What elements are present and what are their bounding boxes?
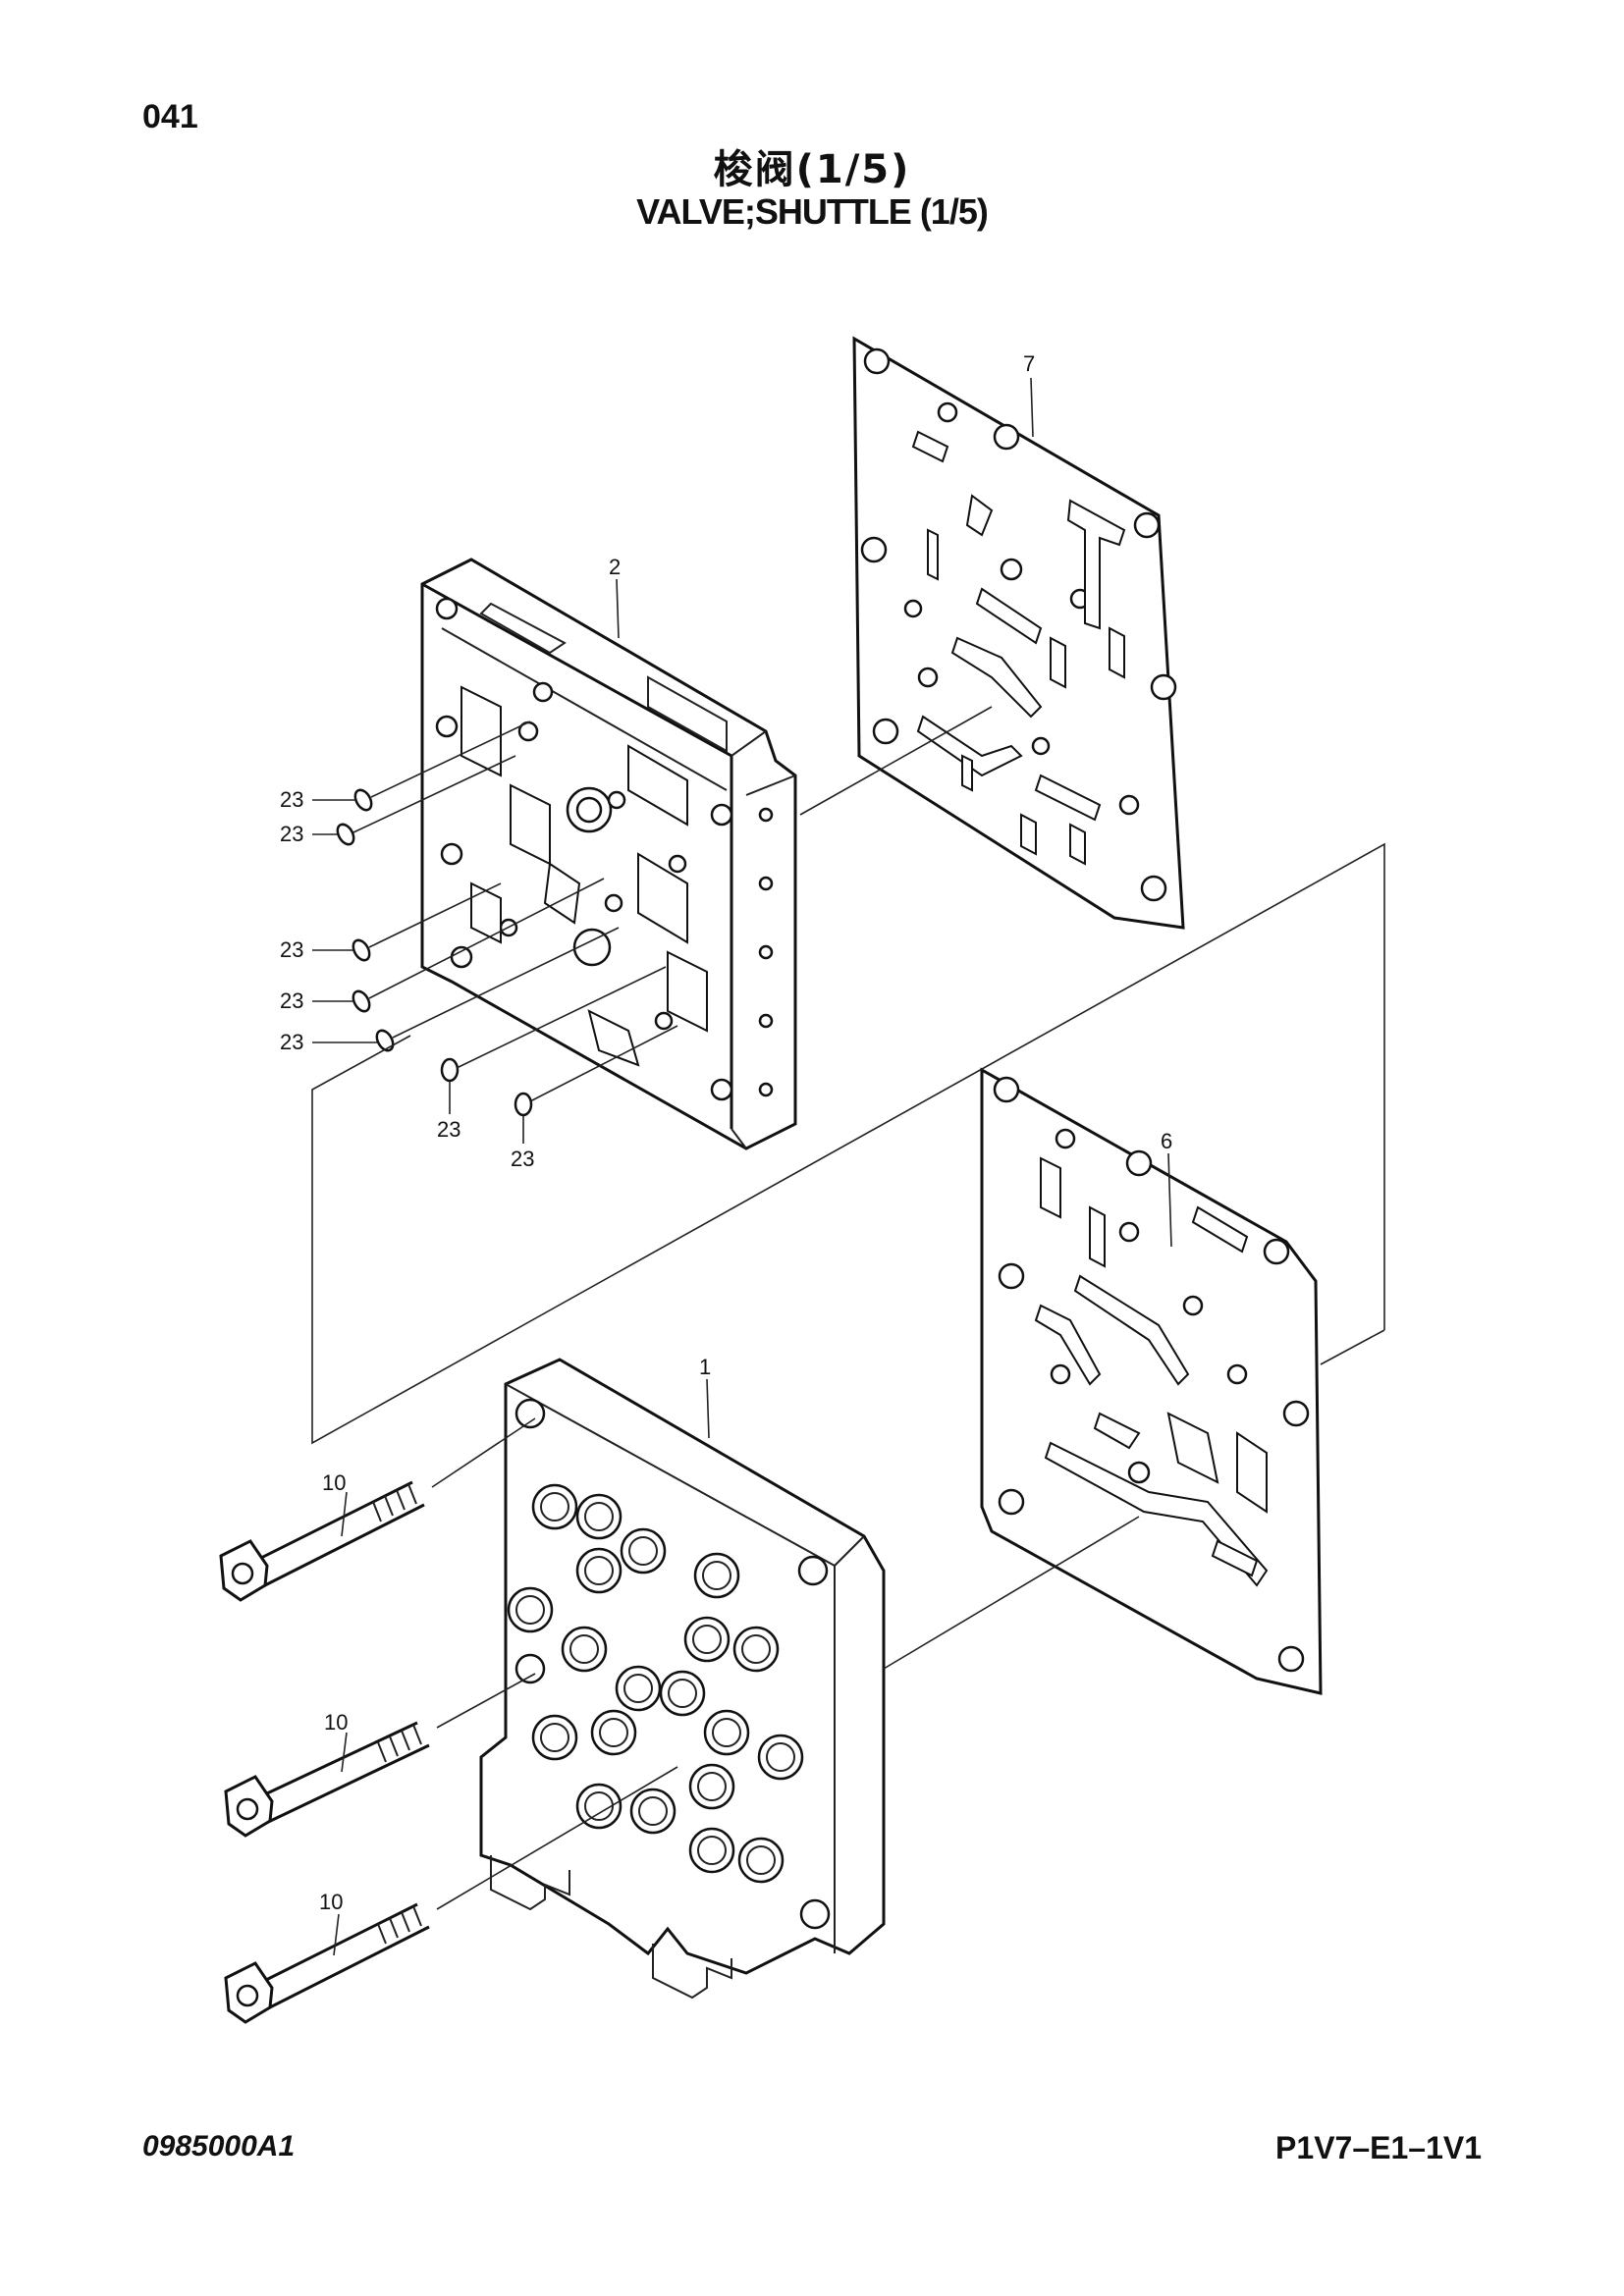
callout-23-g: 23	[511, 1147, 534, 1171]
callout-23-f: 23	[437, 1117, 460, 1142]
title-chinese: 梭阀(1/5)	[713, 147, 911, 192]
callout-7: 7	[1023, 351, 1035, 376]
part-6-plate	[980, 1067, 1323, 1695]
callout-10-middle: 10	[324, 1710, 348, 1735]
callout-labels: 7 2 6 1 10 10 10 23 23 23 23 23 23 23	[280, 351, 1172, 1914]
callout-23-a: 23	[280, 787, 303, 812]
callout-10-top: 10	[322, 1470, 346, 1495]
callout-23-b: 23	[280, 822, 303, 846]
callout-10-bottom: 10	[319, 1890, 343, 1914]
page-number: 041	[142, 98, 198, 135]
footer-model-code: P1V7–E1–1V1	[1275, 2130, 1482, 2165]
footer-document-code: 0985000A1	[142, 2130, 296, 2163]
callout-23-d: 23	[280, 988, 303, 1013]
callout-23-c: 23	[280, 937, 303, 962]
part-2-valve-body	[420, 558, 797, 1150]
title-english: VALVE;SHUTTLE (1/5)	[636, 191, 989, 232]
part-7-plate	[852, 336, 1185, 930]
part-10-bolt-middle	[224, 1721, 430, 1838]
part-1-valve-block	[479, 1358, 886, 2000]
assembly-reference-lines	[311, 842, 1385, 1445]
callout-23-e: 23	[280, 1030, 303, 1054]
part-10-bolt-top	[219, 1480, 425, 1602]
part-23-orings	[336, 788, 533, 1117]
callout-6: 6	[1161, 1129, 1172, 1153]
callout-1: 1	[699, 1355, 711, 1379]
part-10-bolt-bottom	[224, 1902, 430, 2024]
leader-lines	[312, 377, 1385, 1956]
callout-2: 2	[609, 555, 621, 579]
valve-block-ports	[507, 1483, 804, 1884]
